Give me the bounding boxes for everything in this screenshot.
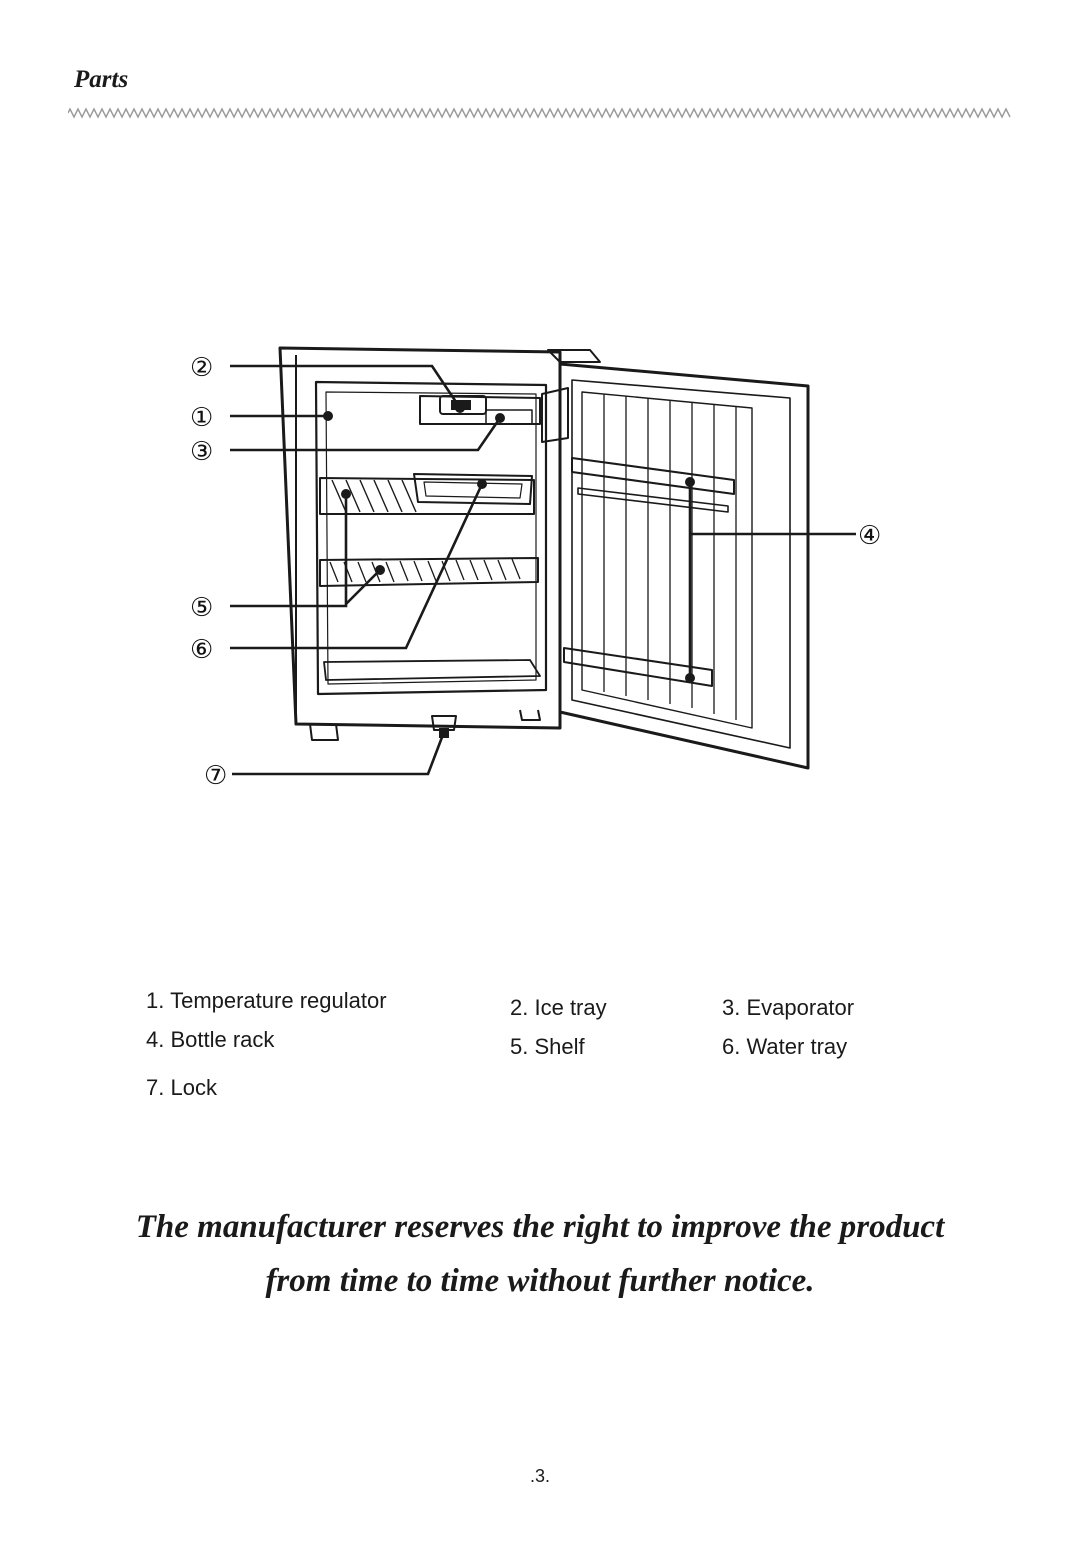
callout-4: ④ — [858, 521, 881, 551]
door-outline — [558, 362, 810, 770]
manufacturer-notice: The manufacturer reserves the right to i… — [135, 1209, 945, 1299]
legend-item-2: 2. Ice tray — [510, 995, 607, 1020]
callout-2: ② — [190, 353, 213, 383]
legend-item-4: 4. Bottle rack — [146, 1027, 275, 1052]
temperature-knob — [439, 395, 487, 415]
callout-3: ③ — [190, 437, 213, 467]
door-rack-upper — [571, 457, 735, 495]
water-tray — [323, 659, 541, 681]
section-title: Parts — [74, 66, 129, 93]
callout-1: ① — [190, 403, 213, 433]
lower-shelf — [319, 557, 539, 587]
page-number: .3. — [529, 1466, 550, 1486]
door-rack-lower — [563, 647, 713, 687]
evaporator-compartment — [419, 395, 541, 425]
legend-item-5: 5. Shelf — [510, 1034, 585, 1059]
upper-shelf — [319, 477, 535, 515]
cabinet-interior — [314, 380, 548, 696]
legend-item-1: 1. Temperature regulator — [146, 988, 387, 1013]
legend-item-7: 7. Lock — [146, 1075, 217, 1100]
ice-tray — [413, 473, 533, 505]
callout-6: ⑥ — [190, 635, 213, 665]
legend-item-6: 6. Water tray — [722, 1034, 848, 1059]
callout-5: ⑤ — [190, 593, 213, 623]
legend-item-3: 3. Evaporator — [722, 995, 855, 1020]
lock — [431, 715, 457, 731]
decorative-divider — [68, 107, 1011, 119]
refrigerator-parts-diagram: ② ① ③ ④ ⑤ ⑥ ⑦ — [190, 346, 881, 791]
callout-7: ⑦ — [204, 761, 227, 791]
cabinet-outline — [278, 346, 562, 730]
